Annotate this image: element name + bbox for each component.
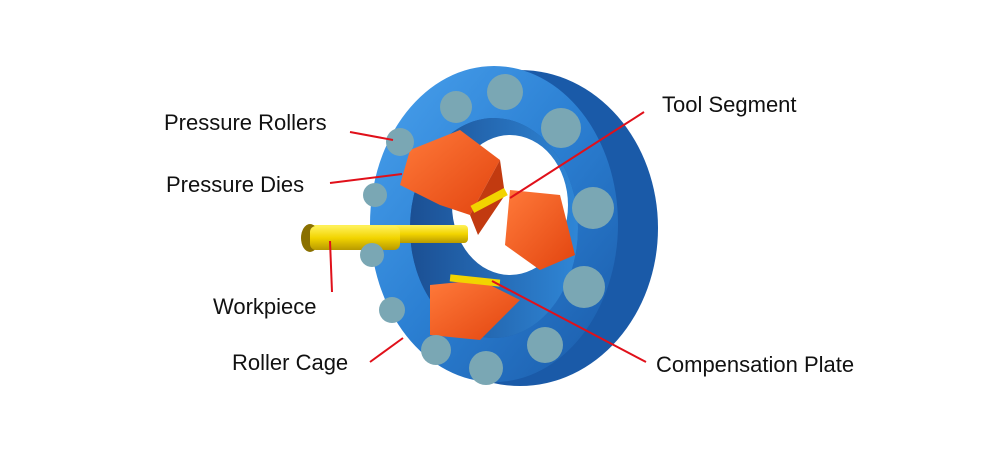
pressure-dies [400,130,575,340]
pressure-rollers [360,74,614,385]
label-pressure-dies: Pressure Dies [166,172,305,197]
leader-pressure-rollers [349,131,394,141]
label-roller-cage: Roller Cage [232,350,349,375]
label-workpiece: Workpiece [213,294,317,319]
leader-pressure-dies [329,173,403,184]
leader-tool-segment [509,111,645,199]
label-tool-segment: Tool Segment [662,92,797,117]
label-pressure-rollers: Pressure Rollers [164,110,327,135]
workpiece-rod [301,224,468,252]
leader-compensation-plate [491,280,647,363]
leader-roller-cage [369,337,404,363]
label-compensation-plate: Compensation Plate [656,352,855,377]
leader-lines [329,111,647,363]
leader-workpiece [329,240,333,293]
